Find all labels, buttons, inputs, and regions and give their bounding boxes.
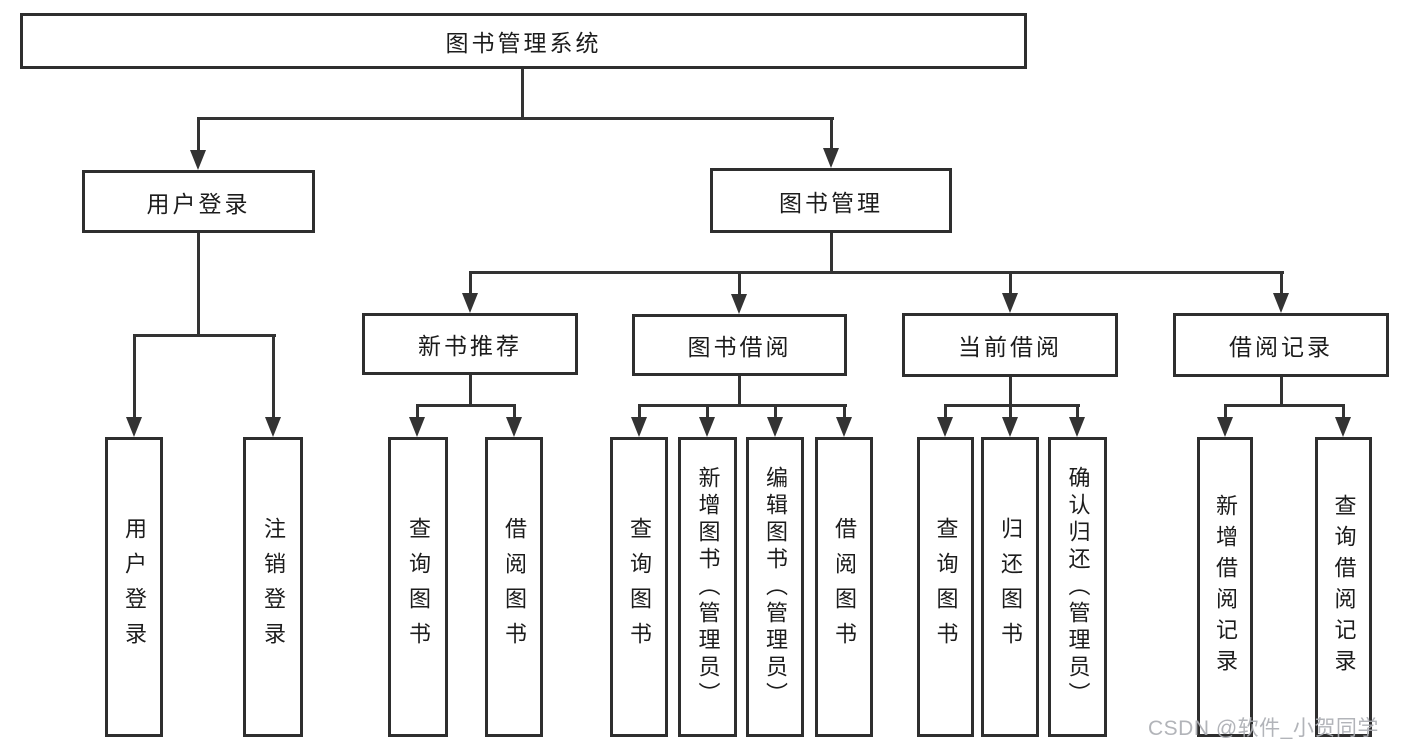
leaf-user-login: 用户登录 xyxy=(105,437,163,737)
node-label: 借阅图书 xyxy=(832,517,857,657)
leaf-add-books-admin: 新增图书（管理员） xyxy=(678,437,737,737)
arrowhead-down-icon xyxy=(1002,293,1018,313)
connector-userlogin-drop-left xyxy=(133,334,136,418)
connector-borrow-drop-2 xyxy=(706,404,709,418)
node-label: 注销登录 xyxy=(261,517,286,657)
node-current-borrowing: 当前借阅 xyxy=(902,313,1118,377)
connector-recommend-rail xyxy=(416,404,516,407)
node-label: 图书管理系统 xyxy=(445,30,602,56)
arrowhead-down-icon xyxy=(1335,417,1351,437)
connector-bookmgmt-drop-1 xyxy=(469,271,472,294)
connector-userlogin-drop-right xyxy=(272,334,275,418)
connector-bookmgmt-drop-2 xyxy=(738,271,741,294)
node-label: 新书推荐 xyxy=(418,333,522,359)
connector-current-stem xyxy=(1009,377,1012,406)
connector-userlogin-stem xyxy=(197,233,200,337)
node-label: 查询借阅记录 xyxy=(1331,494,1357,680)
node-label: 查询图书 xyxy=(627,517,652,657)
arrowhead-down-icon xyxy=(1002,417,1018,437)
connector-borrow-drop-4 xyxy=(843,404,846,418)
node-label: 借阅记录 xyxy=(1229,334,1333,360)
connector-borrow-drop-1 xyxy=(638,404,641,418)
arrowhead-down-icon xyxy=(265,417,281,437)
node-label: 用户登录 xyxy=(122,517,147,657)
connector-borrow-stem xyxy=(738,376,741,406)
node-user-login: 用户登录 xyxy=(82,170,315,233)
leaf-return-books: 归还图书 xyxy=(981,437,1039,737)
node-label: 新增借阅记录 xyxy=(1213,494,1238,680)
node-label: 归还图书 xyxy=(998,517,1023,657)
node-borrowing-records: 借阅记录 xyxy=(1173,313,1389,377)
node-book-management: 图书管理 xyxy=(710,168,952,233)
leaf-query-books-recommend: 查询图书 xyxy=(388,437,448,737)
leaf-query-books-current: 查询图书 xyxy=(917,437,974,737)
node-label: 确认归还（管理员） xyxy=(1065,465,1091,709)
arrowhead-down-icon xyxy=(409,417,425,437)
connector-root-stem xyxy=(521,69,524,119)
connector-bookmgmt-drop-3 xyxy=(1009,271,1012,294)
node-label: 图书借阅 xyxy=(687,334,792,360)
arrowhead-down-icon xyxy=(1217,417,1233,437)
connector-root-drop-left xyxy=(197,117,200,151)
leaf-add-borrow-record: 新增借阅记录 xyxy=(1197,437,1253,737)
connector-current-drop-2 xyxy=(1009,404,1012,418)
arrowhead-down-icon xyxy=(462,293,478,313)
connector-records-drop-1 xyxy=(1224,404,1227,418)
connector-current-rail xyxy=(944,404,1080,407)
connector-root-drop-right xyxy=(830,117,833,151)
arrowhead-down-icon xyxy=(126,417,142,437)
connector-bookmgmt-drop-4 xyxy=(1280,271,1283,294)
arrowhead-down-icon xyxy=(699,417,715,437)
connector-bookmgmt-stem xyxy=(830,233,833,273)
node-label: 编辑图书（管理员） xyxy=(763,465,788,709)
arrowhead-down-icon xyxy=(823,148,839,168)
arrowhead-down-icon xyxy=(190,150,206,170)
leaf-query-books-borrow: 查询图书 xyxy=(610,437,668,737)
arrowhead-down-icon xyxy=(1273,293,1289,313)
connector-current-drop-1 xyxy=(944,404,947,418)
leaf-confirm-return-admin: 确认归还（管理员） xyxy=(1048,437,1107,737)
csdn-watermark: CSDN @软件_小贺同学 xyxy=(1148,717,1379,740)
node-label: 图书管理 xyxy=(779,189,883,216)
connector-current-drop-3 xyxy=(1076,404,1079,418)
node-label: 借阅图书 xyxy=(502,517,527,657)
node-label: 用户登录 xyxy=(146,190,251,217)
arrowhead-down-icon xyxy=(937,417,953,437)
arrowhead-down-icon xyxy=(767,417,783,437)
connector-recommend-drop-1 xyxy=(416,404,419,418)
leaf-edit-books-admin: 编辑图书（管理员） xyxy=(746,437,804,737)
leaf-logout-login: 注销登录 xyxy=(243,437,303,737)
leaf-borrow-books-recommend: 借阅图书 xyxy=(485,437,543,737)
arrowhead-down-icon xyxy=(836,417,852,437)
node-label: 查询图书 xyxy=(933,517,959,657)
connector-borrow-drop-3 xyxy=(774,404,777,418)
connector-recommend-drop-2 xyxy=(513,404,516,418)
connector-root-rail xyxy=(197,117,834,120)
connector-records-rail xyxy=(1224,404,1345,407)
arrowhead-down-icon xyxy=(731,294,747,314)
node-new-book-recommendation: 新书推荐 xyxy=(362,313,578,375)
node-label: 新增图书（管理员） xyxy=(695,465,721,709)
arrowhead-down-icon xyxy=(1069,417,1085,437)
connector-bookmgmt-rail xyxy=(469,271,1284,274)
leaf-query-borrow-record: 查询借阅记录 xyxy=(1315,437,1372,737)
leaf-borrow-books-borrow: 借阅图书 xyxy=(815,437,873,737)
node-book-borrowing: 图书借阅 xyxy=(632,314,847,376)
node-label: 查询图书 xyxy=(406,517,431,657)
arrowhead-down-icon xyxy=(506,417,522,437)
arrowhead-down-icon xyxy=(631,417,647,437)
connector-userlogin-rail xyxy=(133,334,276,337)
node-label: 当前借阅 xyxy=(958,334,1062,360)
connector-records-stem xyxy=(1280,377,1283,406)
connector-borrow-rail xyxy=(638,404,847,407)
connector-recommend-stem xyxy=(469,375,472,406)
connector-records-drop-2 xyxy=(1342,404,1345,418)
node-library-management-system: 图书管理系统 xyxy=(20,13,1027,69)
